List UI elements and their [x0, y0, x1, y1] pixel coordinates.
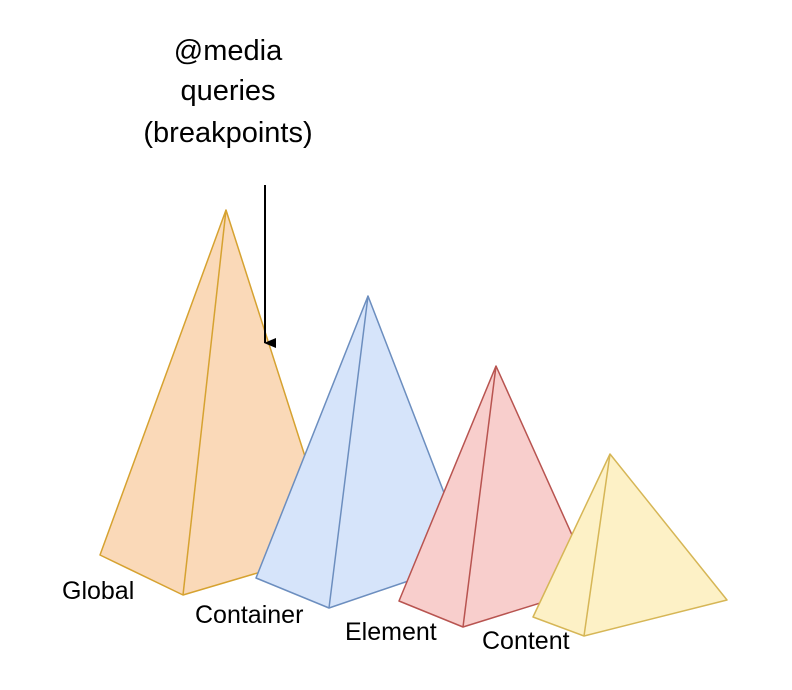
element-pyramid — [398, 365, 596, 628]
annotation-line-2: queries — [180, 75, 276, 107]
annotation-line-3: (breakpoints) — [143, 117, 313, 149]
container-pyramid — [255, 295, 471, 609]
global-label: Global — [62, 577, 135, 605]
content-label: Content — [482, 627, 570, 655]
container-label: Container — [195, 601, 304, 629]
element-label: Element — [345, 618, 437, 646]
content-pyramid — [532, 453, 728, 637]
annotation-line-1: @media — [173, 35, 283, 67]
global-pyramid — [99, 209, 336, 596]
